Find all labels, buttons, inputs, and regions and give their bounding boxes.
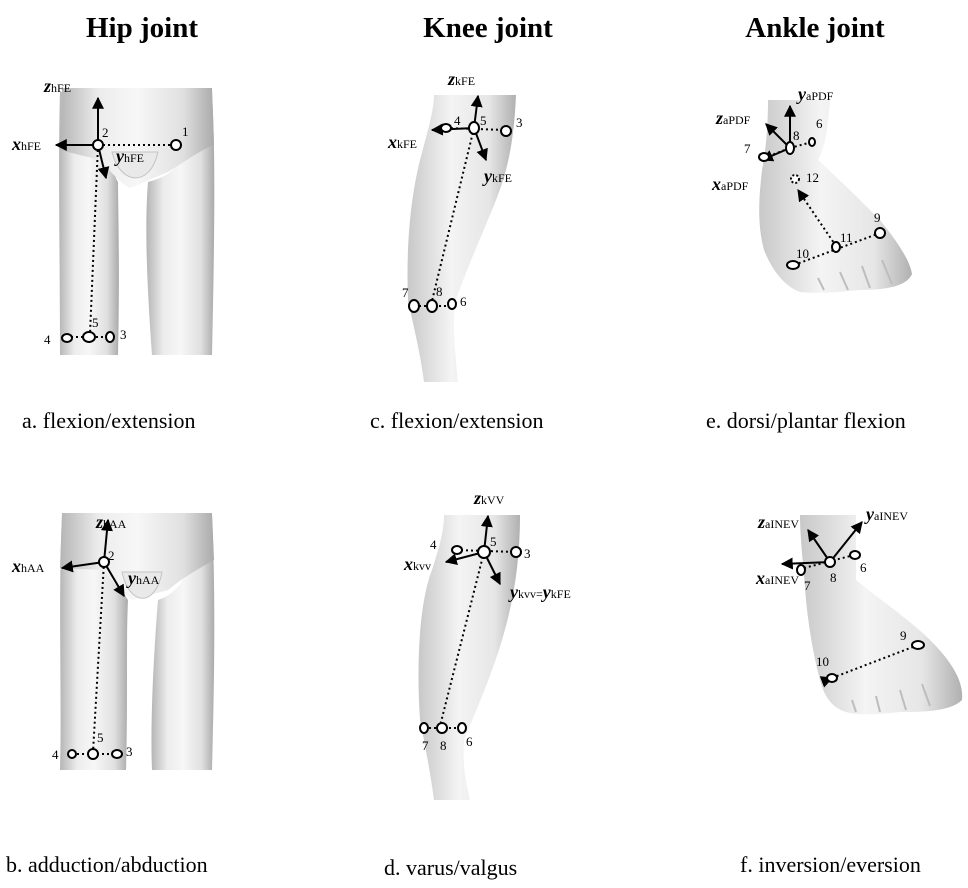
axis-label-x-kvv: xkvv (403, 554, 431, 574)
marker-label-3: 3 (524, 546, 531, 561)
marker-label-4: 4 (44, 332, 51, 347)
marker-5 (83, 332, 95, 342)
axis-label-y-ainev: yaINEV (864, 504, 908, 524)
marker-6 (809, 138, 815, 146)
marker-11 (832, 242, 840, 252)
marker-label-9: 9 (900, 628, 907, 643)
caption-d: d. varus/valgus (384, 855, 517, 881)
caption-a: a. flexion/extension (22, 408, 196, 434)
axis-label-z-kvv: zkVV (473, 488, 505, 508)
marker-label-8: 8 (436, 284, 443, 299)
marker-label-8: 8 (793, 128, 800, 143)
axis-label-x-haa: xhAA (11, 556, 45, 576)
marker-3 (511, 547, 521, 557)
marker-label-2: 2 (108, 548, 115, 563)
marker-label-7: 7 (402, 285, 409, 300)
axis-label-x-ainev: xaINEV (755, 568, 799, 588)
caption-f: f. inversion/eversion (740, 852, 921, 878)
axis-label-x-apdf: xaPDF (711, 174, 749, 194)
marker-5 (478, 546, 490, 558)
marker-6 (850, 551, 860, 559)
foot-shape (759, 100, 912, 293)
marker-9 (875, 228, 885, 238)
marker-8 (786, 142, 794, 154)
axis-label-z-kfe: zkFE (447, 69, 475, 89)
panel-b-hip-adduction: 2 3 4 5 zhAA xhAA yhAA (11, 512, 214, 770)
marker-label-7: 7 (422, 738, 429, 753)
lower-leg-shape (419, 515, 521, 800)
marker-3 (106, 332, 114, 342)
marker-label-6: 6 (816, 116, 823, 131)
marker-label-6: 6 (460, 294, 467, 309)
marker-6 (458, 723, 466, 733)
marker-label-8: 8 (830, 570, 837, 585)
marker-label-2: 2 (102, 125, 109, 140)
marker-4 (62, 334, 72, 342)
panel-a-hip-flexion: 1 2 3 4 5 zhFE xhFE yhFE (11, 76, 214, 355)
marker-label-11: 11 (840, 230, 853, 245)
marker-label-1: 1 (182, 124, 189, 139)
caption-c: c. flexion/extension (370, 408, 544, 434)
panel-c-knee-flexion: 3 4 5 6 7 8 zkFE xkFE ykFE (387, 69, 523, 382)
marker-9 (912, 641, 924, 649)
marker-4 (452, 546, 462, 554)
axis-label-z-apdf: zaPDF (715, 108, 751, 128)
marker-3 (112, 750, 122, 758)
marker-label-4: 4 (430, 537, 437, 552)
axis-label-x-kfe: xkFE (387, 132, 417, 152)
marker-label-3: 3 (126, 744, 133, 759)
axis-label-z-hfe: zhFE (43, 76, 71, 96)
axis-label-z-ainev: zaINEV (757, 512, 799, 532)
marker-label-9: 9 (874, 210, 881, 225)
panel-f-ankle-inversion: 6 7 8 9 10 yaINEV zaINEV xaINEV (755, 504, 962, 714)
marker-label-12: 12 (806, 170, 819, 185)
marker-12 (791, 175, 799, 183)
caption-e: e. dorsi/plantar flexion (706, 408, 906, 434)
panel-d-knee-varus: 3 4 5 6 7 8 zkVV xkvv ykvv=ykFE (403, 488, 571, 800)
marker-7 (409, 300, 419, 312)
marker-10 (787, 261, 799, 269)
panel-e-ankle-dorsiflexion: 6 7 8 9 10 11 12 yaPDF zaPDF xaPDF (711, 84, 912, 293)
marker-label-8: 8 (440, 738, 447, 753)
marker-1 (171, 140, 181, 150)
marker-8 (437, 723, 447, 733)
marker-label-5: 5 (490, 534, 497, 549)
marker-8 (825, 557, 835, 567)
axis-label-y-apdf: yaPDF (796, 84, 834, 104)
marker-10 (827, 674, 837, 682)
marker-label-6: 6 (466, 734, 473, 749)
axis-label-x-hfe: xhFE (11, 134, 41, 154)
marker-label-3: 3 (516, 115, 523, 130)
marker-5 (469, 122, 479, 134)
marker-label-4: 4 (454, 113, 461, 128)
lower-leg-shape (408, 95, 517, 382)
marker-8 (427, 300, 437, 312)
marker-label-3: 3 (120, 327, 127, 342)
marker-6 (448, 299, 456, 309)
marker-label-5: 5 (97, 730, 104, 745)
caption-b: b. adduction/abduction (6, 852, 208, 878)
marker-label-4: 4 (52, 747, 59, 762)
marker-7 (759, 153, 769, 161)
marker-2 (93, 140, 103, 150)
marker-7 (420, 723, 428, 733)
marker-label-10: 10 (796, 246, 809, 261)
marker-label-5: 5 (480, 113, 487, 128)
marker-4 (441, 124, 451, 132)
marker-label-10: 10 (816, 654, 829, 669)
marker-4 (68, 750, 76, 758)
marker-3 (501, 126, 511, 136)
marker-5 (88, 749, 98, 759)
marker-label-7: 7 (804, 578, 811, 593)
marker-label-7: 7 (744, 141, 751, 156)
axis-label-y-kvv: ykvv=ykFE (508, 582, 571, 602)
marker-label-6: 6 (860, 560, 867, 575)
foot-shape (800, 515, 962, 714)
marker-label-5: 5 (92, 315, 99, 330)
